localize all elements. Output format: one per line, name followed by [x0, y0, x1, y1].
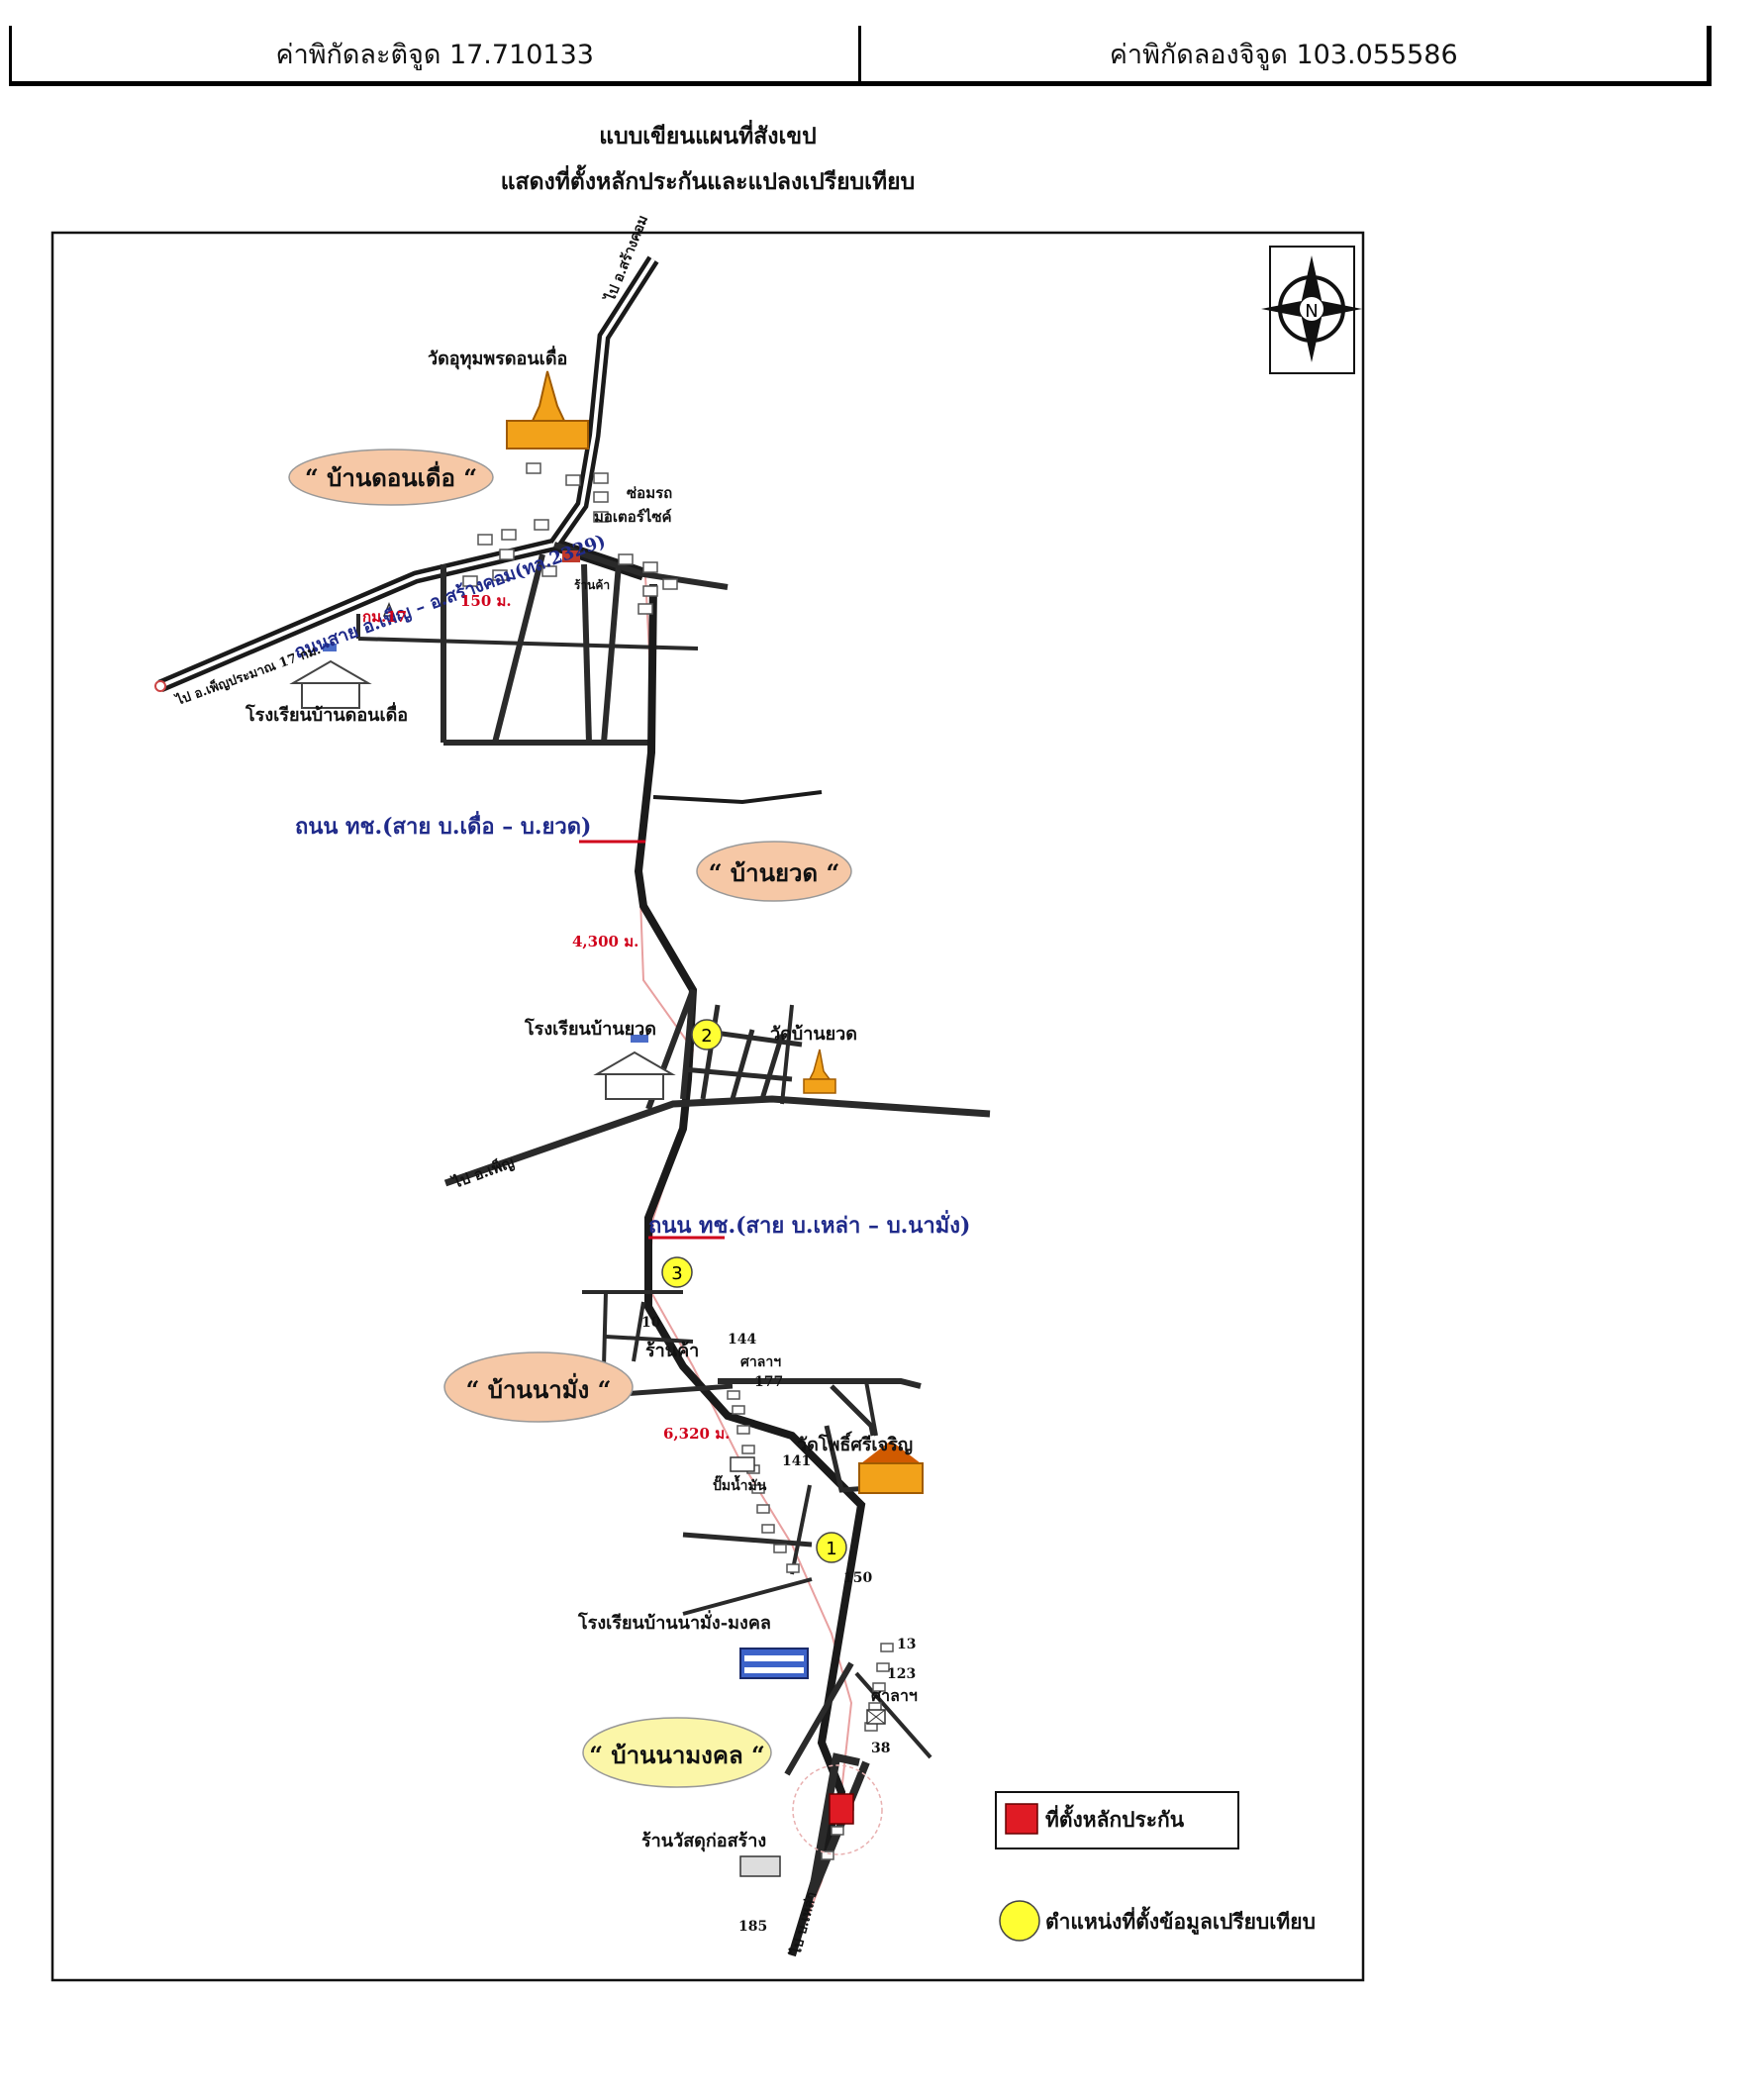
village-label: “ บ้านนามงคล “: [589, 1741, 765, 1769]
shop-2-label: ร้านค้า: [645, 1341, 699, 1361]
repair-label-1: ซ่อมรถ: [627, 484, 672, 502]
legend-collateral-swatch: [1005, 1803, 1038, 1835]
school-don-duea-label: โรงเรียนบ้านดอนเดื่อ: [245, 702, 408, 726]
school-icon: [593, 1035, 676, 1100]
latitude-cell: ค่าพิกัดละติจูด 17.710133: [275, 39, 594, 70]
gas-station-label: ปั๊มน้ำมัน: [713, 1474, 767, 1494]
legend: ที่ตั้งหลักประกัน ตำแหน่งที่ตั้งข้อมูลเป…: [995, 1791, 1316, 1942]
village-label: “ บ้านนามั่ง “: [466, 1372, 612, 1404]
to-phen-label: ไป อ.เพ็ญ: [448, 1152, 517, 1193]
house-number: 150: [843, 1570, 872, 1586]
main-local-road: [634, 583, 866, 1957]
svg-text:1: 1: [826, 1539, 836, 1559]
sala-2-label: ศาลาฯ: [740, 1354, 781, 1370]
houses: [462, 462, 894, 1860]
repair-label-2: มอเตอร์ไซค์: [594, 507, 672, 526]
to-ban-lao-label: ไป บ.เหล่า: [786, 1890, 821, 1958]
sala-label: ศาลาฯ: [871, 1686, 918, 1705]
school-icon: [289, 644, 372, 709]
village-label: “ บ้านยวด “: [709, 858, 840, 887]
school-icon: [739, 1648, 809, 1679]
map-frame: [50, 231, 1365, 1982]
wat-uthum-label: วัดอุทุมพรดอนเดื่อ: [428, 346, 567, 370]
distance-label: 150 ม.: [460, 592, 512, 610]
north-label: N: [1305, 301, 1318, 322]
pagoda-icon: [506, 370, 589, 450]
shop-icon: [562, 550, 580, 562]
distance-label: 6,320 ม.: [663, 1425, 730, 1443]
village-yuat: “ บ้านยวด “: [696, 841, 852, 902]
shop-label: ร้านค้า: [574, 578, 610, 592]
map-title: แบบเขียนแผนที่สังเขป: [599, 123, 817, 150]
construction-store-label: ร้านวัสดุก่อสร้าง: [641, 1831, 766, 1852]
village-na-mongkhon: “ บ้านนามงคล “: [582, 1717, 772, 1788]
house-number: 185: [738, 1919, 767, 1935]
house-number: 141: [782, 1453, 811, 1469]
legend-comparison-label: ตำแหน่งที่ตั้งข้อมูลเปรียบเทียบ: [1045, 1906, 1316, 1936]
comparison-marker-3: 3: [661, 1256, 693, 1288]
map-titles: แบบเขียนแผนที่สังเขป แสดงที่ตั้งหลักประก…: [0, 114, 1416, 205]
don-duea-streets: [356, 542, 729, 746]
legend-comparison-swatch: [999, 1900, 1040, 1942]
wat-yuat-label: วัดบ้านยวด: [770, 1024, 857, 1045]
house-number: 13: [897, 1637, 916, 1652]
road-duea-yuat-label: ถนน ทช.(สาย บ.เดื่อ – บ.ยวด): [295, 810, 591, 840]
house-number: 123: [887, 1666, 916, 1682]
collateral-radius: [792, 1764, 883, 1855]
house-number: 177: [754, 1374, 783, 1390]
house-number: 38: [871, 1741, 890, 1756]
mailbox-icon: [866, 1709, 886, 1725]
map-subtitle: แสดงที่ตั้งหลักประกันและแปลงเปรียบเทียบ: [500, 168, 916, 195]
house-number: 10: [641, 1315, 661, 1331]
house-number: 144: [728, 1332, 756, 1348]
school-yuat-label: โรงเรียนบ้านยวด: [524, 1018, 656, 1040]
svg-text:3: 3: [671, 1263, 682, 1284]
store-icon: [739, 1855, 781, 1877]
road-lao-namang-label: ถนน ทช.(สาย บ.เหล่า – บ.นามั่ง): [648, 1209, 970, 1239]
village-na-mang: “ บ้านนามั่ง “: [443, 1351, 634, 1423]
school-na-mang-label: โรงเรียนบ้านนามั่ง-มงคล: [577, 1610, 771, 1634]
wat-pho-label: วัดโพธิ์ศรีเจริญ: [797, 1431, 913, 1455]
comparison-marker-2: 2: [691, 1019, 723, 1050]
km-marker-icon: [382, 602, 396, 617]
temple-icon: [858, 1441, 924, 1494]
comparison-marker-1: 1: [816, 1532, 847, 1563]
north-arrow: N: [1261, 246, 1362, 374]
longitude-cell: ค่าพิกัดลองจิจูด 103.055586: [857, 26, 1708, 81]
distance-label: 4,300 ม.: [572, 933, 638, 950]
svg-text:2: 2: [701, 1026, 712, 1047]
pagoda-icon: [803, 1049, 836, 1094]
village-label: “ บ้านดอนเดื่อ “: [305, 460, 477, 492]
coordinates-header: ค่าพิกัดละติจูด 17.710133 ค่าพิกัดลองจิจ…: [9, 26, 1712, 86]
legend-collateral-label: ที่ตั้งหลักประกัน: [1045, 1804, 1185, 1832]
village-don-duea: “ บ้านดอนเดื่อ “: [288, 449, 494, 506]
km-marker-label: กม.17: [362, 608, 407, 626]
gas-station-icon: [730, 1456, 755, 1472]
collateral-marker: [829, 1793, 854, 1825]
